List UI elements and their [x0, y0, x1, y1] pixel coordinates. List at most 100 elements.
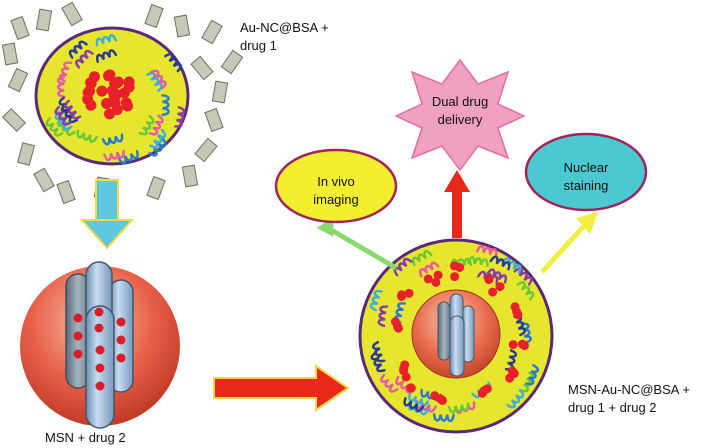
protein-coil: [516, 281, 535, 301]
protein-coil: [408, 401, 430, 416]
drug2-dot: [95, 381, 105, 391]
protein-coil: [477, 270, 499, 285]
protein-coil: [412, 250, 433, 267]
product-gold-dot: [433, 270, 443, 280]
protein-coil: [148, 137, 167, 157]
drug1-bar: [144, 3, 164, 29]
protein-coil: [45, 117, 64, 137]
protein-coil: [370, 351, 386, 373]
drug2-dot: [73, 313, 83, 323]
protein-coil: [146, 72, 163, 93]
protein-coil: [501, 257, 522, 274]
protein-coil: [58, 96, 75, 118]
gold-dot: [104, 69, 116, 81]
protein-coil: [56, 117, 76, 136]
label-msn-drug2: MSN + drug 2: [45, 430, 126, 445]
drug1-bar: [204, 107, 224, 133]
protein-coil: [395, 375, 415, 394]
drug1-bar: [146, 175, 166, 201]
label-msn-au-line1: MSN-Au-NC@BSA +: [568, 382, 690, 397]
drug1-bar: [211, 80, 229, 104]
drug1-bar: [33, 167, 55, 193]
protein-coil: [369, 289, 383, 312]
label-au-nc-bsa-line2: drug 1: [240, 38, 277, 53]
gold-dot: [82, 93, 94, 105]
protein-coil: [173, 106, 186, 128]
drug2-dot: [73, 349, 83, 359]
drug1-bar: [1, 107, 27, 133]
protein-coil: [403, 397, 425, 412]
label-vivo-line1: In vivo: [317, 174, 355, 189]
protein-coil: [148, 128, 167, 149]
label-dual-line1: Dual drug: [431, 94, 489, 109]
protein-coil: [54, 105, 72, 126]
dual-drug-delivery-star: [394, 58, 526, 172]
protein-coil: [447, 402, 470, 414]
product-protein-coils: [369, 245, 539, 423]
protein-coil: [101, 133, 124, 146]
protein-coil: [489, 255, 511, 271]
bsa-protein-coils: [45, 34, 186, 165]
arrow-yellow-right: [540, 212, 598, 274]
protein-coil: [432, 413, 455, 423]
protein-coil: [76, 129, 98, 143]
protein-coil: [161, 94, 170, 117]
drug1-bar: [181, 164, 199, 188]
product-gold-dot: [450, 272, 460, 282]
product-gold-dot: [431, 277, 441, 287]
label-au-nc-bsa-line1: Au-NC@BSA +: [240, 20, 329, 35]
gold-dot: [112, 76, 124, 88]
drug1-bar: [194, 137, 218, 163]
protein-coil: [96, 49, 118, 64]
drug2-dot: [95, 345, 105, 355]
product-gold-dot: [423, 274, 433, 284]
arrow-right-red: [213, 364, 350, 412]
gold-dot: [101, 98, 113, 110]
drug1-bar: [220, 49, 244, 75]
gold-nanocluster-dots: [82, 69, 135, 120]
drug1-bar: [7, 67, 29, 93]
in-vivo-imaging-oval: [274, 148, 398, 224]
drug2-dot: [116, 353, 126, 363]
arrow-green-left: [316, 217, 398, 271]
gold-dot: [104, 108, 116, 120]
product-gold-dots: [390, 261, 529, 405]
msn-sphere: [20, 261, 180, 429]
product-gold-dot: [437, 395, 447, 405]
gold-dot: [85, 78, 97, 90]
product-gold-dot: [482, 384, 492, 394]
arrow-down-cyan: [79, 179, 135, 250]
protein-coil: [64, 99, 82, 120]
drug1-bar: [17, 142, 35, 166]
protein-coil: [54, 110, 73, 130]
product-gold-dot: [517, 339, 527, 349]
protein-coil: [419, 261, 440, 278]
protein-coil: [415, 399, 437, 413]
protein-coil: [148, 114, 164, 136]
drug1-bar: [190, 55, 214, 81]
drug1-bar: [201, 19, 223, 45]
protein-coil: [377, 305, 389, 328]
product-gold-dot: [509, 369, 519, 379]
product-gold-dot: [404, 288, 414, 298]
gold-dot: [123, 81, 135, 93]
protein-coil: [476, 245, 498, 258]
drug2-dot: [94, 307, 104, 317]
product-mesoporous-cylinders: [437, 293, 475, 377]
drug2-dots: [73, 307, 126, 391]
protein-coil: [138, 115, 155, 136]
protein-coil: [486, 268, 507, 284]
protein-coil: [150, 69, 167, 90]
protein-coil: [520, 322, 532, 344]
label-nuclear-line2: staining: [563, 178, 609, 193]
gold-dot: [96, 85, 108, 97]
drug2-dot: [95, 363, 105, 373]
product-gold-dot: [397, 290, 407, 300]
product-gold-dot: [484, 275, 494, 285]
protein-coil: [380, 373, 399, 393]
product-gold-dot: [399, 366, 409, 376]
product-gold-dot: [449, 261, 459, 271]
arrow-up-red: [444, 170, 470, 238]
label-dual-line2: delivery: [437, 112, 483, 127]
